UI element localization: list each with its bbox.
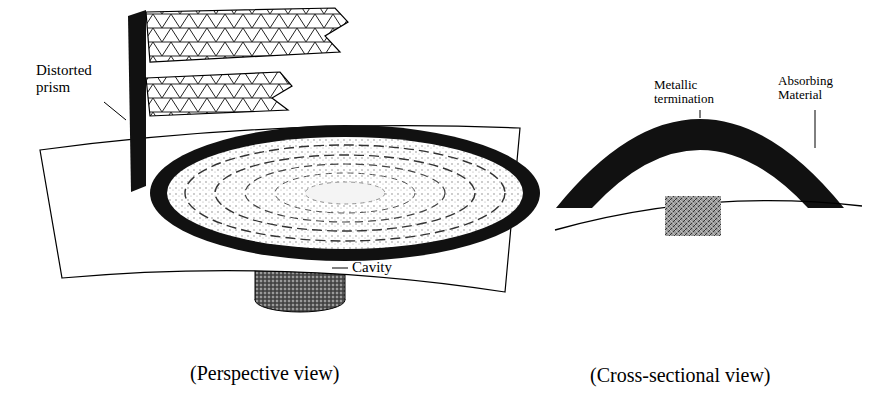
- ring-patch: [150, 125, 540, 261]
- part-label: Metallic termination: [654, 78, 734, 107]
- absorber-leader: [815, 110, 816, 148]
- part-label: Distorted prism: [36, 62, 116, 95]
- distorted-prism: [128, 8, 348, 192]
- cross-section: [555, 119, 862, 236]
- cavity-leader: [332, 268, 348, 269]
- part-label: Cavity: [352, 259, 392, 276]
- prism-leader: [104, 102, 126, 120]
- view-caption: (Cross-sectional view): [590, 364, 771, 386]
- termination-leader: [700, 110, 701, 118]
- part-label: Absorbing Material: [778, 74, 858, 103]
- view-caption: (Perspective view): [190, 362, 339, 384]
